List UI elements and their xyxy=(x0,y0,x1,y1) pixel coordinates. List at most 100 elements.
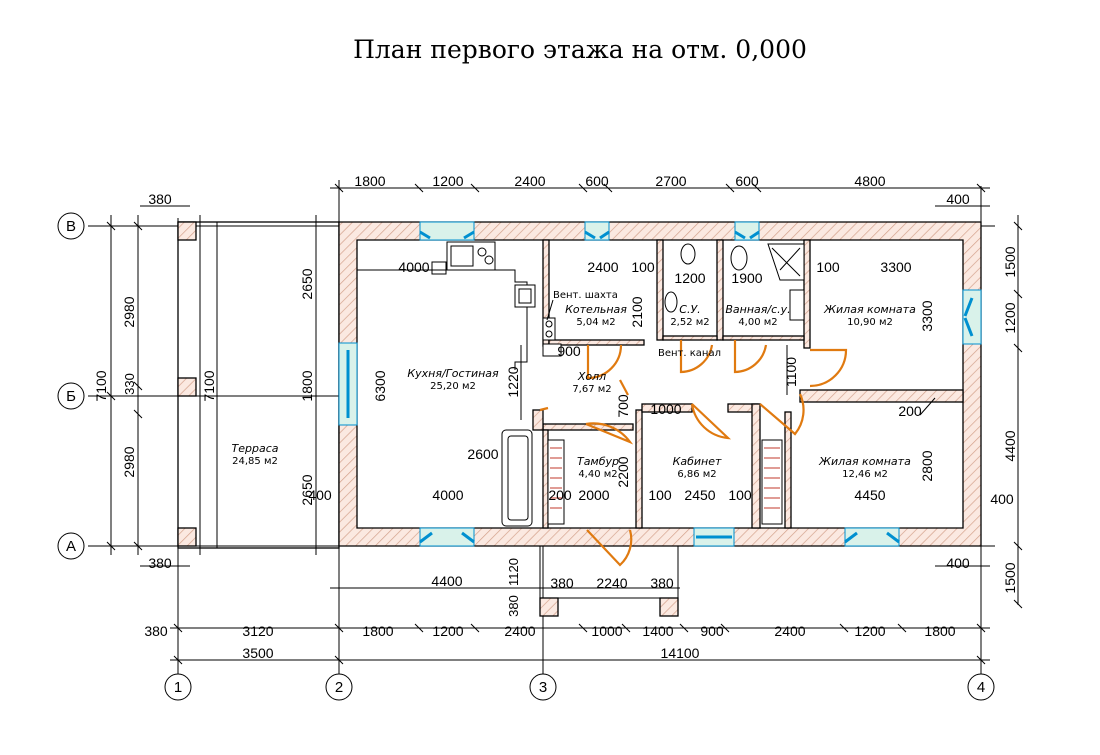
dim-boiler: 2100 xyxy=(629,296,645,327)
vent-channel-note: Вент. канал xyxy=(658,348,721,359)
room-hall: Холл 7,67 м2 xyxy=(572,370,611,395)
dim-kitchen: 2600 xyxy=(467,446,498,462)
room-name: Жилая комната xyxy=(823,303,916,316)
room-area: 25,20 м2 xyxy=(430,381,476,392)
dimension-lines xyxy=(106,183,1023,665)
room-name: С.У. xyxy=(679,303,700,316)
dim-left: 2980 xyxy=(121,446,137,477)
axis-row-label: Б xyxy=(66,388,76,405)
axis-row-label: В xyxy=(66,218,76,235)
dim-right: 1500 xyxy=(1002,562,1018,593)
dim-top: 600 xyxy=(735,173,759,189)
room-name: Холл xyxy=(577,370,606,383)
dim-vestibule: 2000 xyxy=(578,487,609,503)
room-kitchen: Кухня/Гостиная 25,20 м2 xyxy=(407,367,499,392)
axis-row-label: А xyxy=(66,538,76,555)
dim-bedroom1: 100 xyxy=(816,259,840,275)
dim-bedroom2: 4450 xyxy=(854,487,885,503)
room-bedroom-1: Жилая комната 10,90 м2 xyxy=(823,303,916,328)
room-labels: Терраса 24,85 м2 Кухня/Гостиная 25,20 м2… xyxy=(232,290,917,480)
dim-vestibule: 2200 xyxy=(615,456,631,487)
dim-left-wall: 2650 xyxy=(299,268,315,299)
dim-bedroom1: 3300 xyxy=(919,300,935,331)
dim-left-wall: 2650 xyxy=(299,474,315,505)
room-area: 7,67 м2 xyxy=(572,384,611,395)
dim-bath: 1900 xyxy=(731,270,762,286)
room-office: Кабинет 6,86 м2 xyxy=(673,455,722,480)
room-area: 12,46 м2 xyxy=(842,469,888,480)
dimension-labels: 1800 1200 2400 600 2700 600 4800 380 400… xyxy=(93,173,1018,661)
dim-bottom-total: 3500 xyxy=(242,645,273,661)
room-area: 6,86 м2 xyxy=(677,469,716,480)
exterior-walls xyxy=(338,221,982,547)
dim-bottom: 3120 xyxy=(242,623,273,639)
interior-walls xyxy=(532,239,964,529)
room-name: Котельная xyxy=(565,303,627,316)
dim-top: 4800 xyxy=(854,173,885,189)
dim-right: 1500 xyxy=(1002,246,1018,277)
dim-hall: 700 xyxy=(615,394,631,418)
dim-bottom-total: 14100 xyxy=(661,645,700,661)
dim-top: 600 xyxy=(585,173,609,189)
dim-boiler: 2400 xyxy=(587,259,618,275)
dim-porch: 380 xyxy=(550,575,574,591)
dim-office: 100 xyxy=(728,487,752,503)
dim-kitchen: 1220 xyxy=(505,366,521,397)
dim-left: 330 xyxy=(122,373,137,395)
dim-left: 2980 xyxy=(121,296,137,327)
dim-bottom: 1000 xyxy=(591,623,622,639)
dim-top-left: 380 xyxy=(148,191,172,207)
fixtures xyxy=(357,241,805,527)
dim-bedroom1: 3300 xyxy=(880,259,911,275)
dim-bottom: 2400 xyxy=(504,623,535,639)
dim-bottom: 1200 xyxy=(432,623,463,639)
dim-right: 1200 xyxy=(1002,302,1018,333)
axis-col-label: 1 xyxy=(174,679,182,696)
dim-top: 1200 xyxy=(432,173,463,189)
room-bedroom-2: Жилая комната 12,46 м2 xyxy=(818,455,911,480)
dim-kitchen: 6300 xyxy=(372,370,388,401)
dim-bottom: 900 xyxy=(700,623,724,639)
dim-porch: 1120 xyxy=(506,558,521,586)
dim-hall: 1000 xyxy=(650,401,681,417)
dim-porch: 2240 xyxy=(596,575,627,591)
dim-porch: 4400 xyxy=(431,573,462,589)
dim-top: 2400 xyxy=(514,173,545,189)
dim-bottom-left: 380 xyxy=(148,555,172,571)
dim-kitchen: 4000 xyxy=(432,487,463,503)
dim-porch: 380 xyxy=(650,575,674,591)
dim-top-right: 400 xyxy=(946,191,970,207)
vent-shaft-note: Вент. шахта xyxy=(553,290,618,301)
axis-col-label: 2 xyxy=(335,679,343,696)
dim-boiler: 100 xyxy=(631,259,655,275)
dim-right: 400 xyxy=(990,491,1014,507)
room-name: Жилая комната xyxy=(818,455,911,468)
dim-kitchen: 900 xyxy=(557,343,581,359)
doors xyxy=(539,340,848,567)
dim-right: 4400 xyxy=(1002,430,1018,461)
dim-terrace: 7100 xyxy=(201,370,217,401)
room-area: 24,85 м2 xyxy=(232,456,278,467)
room-name: Кабинет xyxy=(673,455,722,468)
room-area: 10,90 м2 xyxy=(847,317,893,328)
porch xyxy=(539,546,679,617)
dim-bottom: 1800 xyxy=(924,623,955,639)
room-boiler: Котельная 5,04 м2 xyxy=(565,303,627,328)
room-area: 5,04 м2 xyxy=(576,317,615,328)
room-terrace: Терраса 24,85 м2 xyxy=(232,442,279,467)
dim-top: 2700 xyxy=(655,173,686,189)
dim-bottom: 1200 xyxy=(854,623,885,639)
dim-bottom: 1800 xyxy=(362,623,393,639)
dim-left: 7100 xyxy=(93,370,109,401)
room-name: Тамбур xyxy=(577,455,619,468)
room-area: 4,00 м2 xyxy=(738,317,777,328)
axis-markers: В Б А 1 2 3 4 xyxy=(57,212,995,701)
dim-office: 2450 xyxy=(684,487,715,503)
room-wc: С.У. 2,52 м2 xyxy=(670,303,709,328)
plan-title: План первого этажа на отм. 0,000 xyxy=(353,35,807,64)
axis-col-label: 3 xyxy=(539,679,547,696)
dim-porch: 380 xyxy=(506,595,521,617)
room-name: Терраса xyxy=(232,442,279,455)
terrace xyxy=(177,221,340,549)
